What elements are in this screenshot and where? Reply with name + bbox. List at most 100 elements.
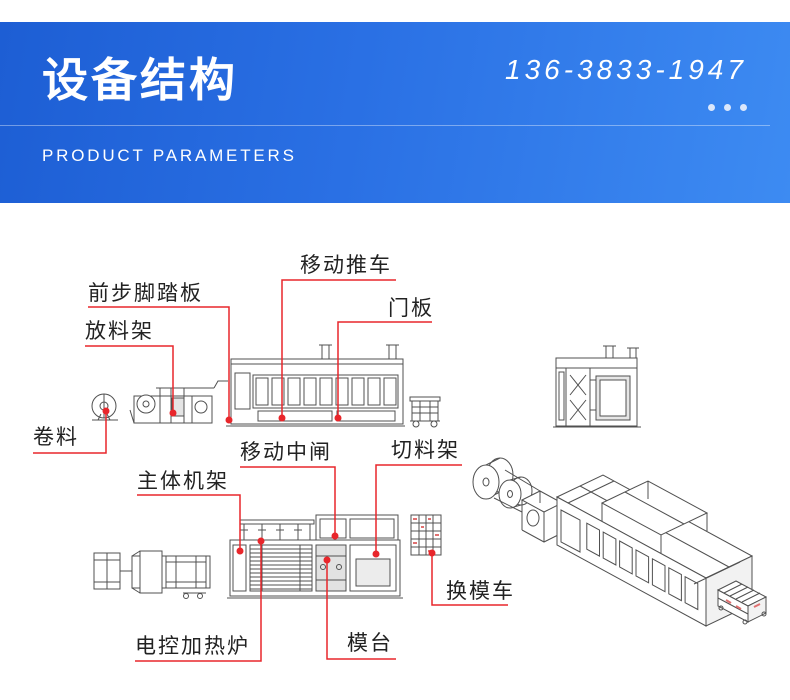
mold-table-detail <box>316 555 346 581</box>
machine-isometric-view <box>472 457 768 627</box>
page-title: 设备结构 <box>42 53 238 107</box>
cart-wheel <box>412 420 420 428</box>
callout-leader-unwind-rack <box>85 345 174 413</box>
callout-label-main-frame: 主体机架 <box>137 469 229 493</box>
cart-molds <box>725 599 761 610</box>
dot <box>708 104 715 111</box>
roll-stand <box>92 394 118 421</box>
decorative-dots <box>708 104 748 111</box>
callout-label-moving-middle-gate: 移动中闸 <box>240 440 332 464</box>
callout-leader-main-frame <box>137 494 241 551</box>
callout-leader-cutting-rack <box>375 464 462 554</box>
dot <box>724 104 731 111</box>
rack-foot <box>183 593 189 599</box>
mold-change-cart-side-view <box>409 396 441 428</box>
rack-roll <box>139 550 163 594</box>
window-panel <box>383 377 397 406</box>
callout-leader-mobile-push-cart <box>281 279 396 418</box>
dot <box>740 104 747 111</box>
plan-top-frame <box>239 519 315 525</box>
cart-body <box>411 400 439 422</box>
callout-dot-mobile-push-cart <box>278 414 286 422</box>
machine-end-view <box>553 345 641 428</box>
callout-label-electric-heating-oven: 电控加热炉 <box>135 634 250 658</box>
header-divider <box>0 125 770 126</box>
mold-pin <box>320 564 326 570</box>
window-panel <box>684 575 699 611</box>
rack-roller-core <box>142 400 150 408</box>
callout-leader-roll-material <box>33 411 107 454</box>
callout-leader-front-step-pedal <box>88 306 230 420</box>
roll-core <box>507 490 513 498</box>
roll-material-side-view <box>91 393 118 421</box>
web-material <box>493 469 541 513</box>
callout-label-roll-material: 卷料 <box>33 425 79 449</box>
window-panel <box>602 531 617 566</box>
cutter-box <box>349 518 395 539</box>
rack-roller <box>526 509 540 527</box>
callout-label-mold-change-cart: 换模车 <box>446 579 515 603</box>
mold-change-cart-plan-view <box>410 514 442 556</box>
window-panel <box>287 377 301 406</box>
window-panel <box>319 377 333 406</box>
raised-frame-posts <box>601 481 708 553</box>
phone-number: 136-3833-1947 <box>505 54 747 85</box>
cart-slats <box>717 583 761 615</box>
unwind-rack-plan-view <box>131 550 211 599</box>
roll-front <box>498 479 522 509</box>
rack-detail <box>131 550 206 594</box>
side-door <box>234 372 251 410</box>
callout-dot-roll-material <box>102 407 110 415</box>
window-panel <box>635 549 650 584</box>
machine-top-beam <box>230 358 404 365</box>
cart-shelves <box>411 515 441 555</box>
cart-wheel <box>761 611 767 617</box>
cart-wheel <box>718 605 724 611</box>
callout-label-unwind-rack: 放料架 <box>85 319 154 343</box>
window-panel <box>351 377 365 406</box>
end-chamber-inner <box>599 379 627 417</box>
callout-dot-unwind-rack <box>169 409 177 417</box>
cart-molds <box>413 518 439 552</box>
window-panel <box>619 540 633 575</box>
callout-label-mobile-push-cart: 移动推车 <box>300 253 392 277</box>
callout-leader-mold-change-cart <box>431 553 508 606</box>
rack-foot <box>197 593 203 599</box>
callout-leader-electric-heating-oven <box>135 541 262 662</box>
callout-dot-cutting-rack <box>372 550 380 558</box>
rack-roller <box>136 394 156 414</box>
rack-rollers <box>165 555 207 589</box>
callout-label-mold-table: 模台 <box>347 631 393 655</box>
callout-leader-moving-middle-gate <box>240 466 336 536</box>
callout-label-cutting-rack: 切料架 <box>391 438 460 462</box>
main-machine-side-view <box>226 344 405 427</box>
window-panel <box>335 377 349 406</box>
window-panel <box>651 557 666 593</box>
window-panel <box>668 566 682 602</box>
roll-material-plan-view <box>93 552 132 590</box>
callout-dot-front-step-pedal <box>225 416 233 424</box>
window-panel <box>303 377 317 406</box>
roll-core <box>482 477 490 487</box>
end-mechanism <box>569 374 587 421</box>
roll-front <box>472 464 500 500</box>
page-subtitle: PRODUCT PARAMETERS <box>42 146 297 165</box>
end-side-rail <box>558 371 565 421</box>
machine-body <box>230 361 404 425</box>
end-structure <box>556 367 637 426</box>
heating-oven-plan <box>249 544 313 592</box>
top-posts <box>319 344 399 359</box>
heating-elements <box>250 545 312 591</box>
cart-wheel <box>742 619 748 625</box>
callout-dot-mold-change-cart <box>428 549 436 557</box>
lower-panel <box>257 410 333 422</box>
callout-label-door-panel: 门板 <box>388 296 434 320</box>
frame-posts <box>240 524 311 540</box>
cutting-section-inner <box>355 558 391 587</box>
callout-dot-mold-table <box>323 556 331 564</box>
window-strip <box>252 374 399 409</box>
cutting-section <box>349 544 397 592</box>
callout-dot-main-frame <box>236 547 244 555</box>
